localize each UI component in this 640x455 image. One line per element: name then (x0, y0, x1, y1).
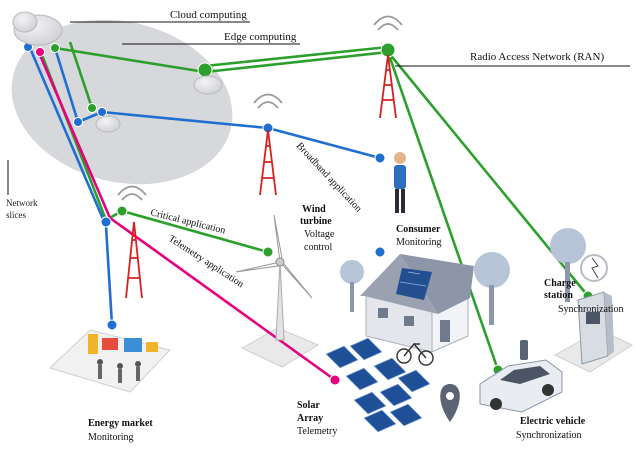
label-ran: Radio Access Network (RAN) (470, 51, 604, 63)
link-mast-turbine (121, 209, 269, 254)
cloud-edge-region (11, 19, 233, 185)
node-energy (106, 319, 118, 331)
label-wind-3: Voltage (304, 229, 335, 240)
telemetry-links (38, 54, 336, 382)
label-consumer-1: Consumer (396, 224, 441, 235)
location-pin-icon (440, 384, 460, 422)
bicycle-icon (396, 342, 434, 366)
node-edge-mid (197, 62, 213, 78)
node-solar (329, 374, 341, 386)
house-icon (360, 254, 474, 353)
label-network-slices-2: slices (6, 210, 26, 220)
link-cloud-mast-2 (68, 41, 94, 109)
nodes (23, 42, 594, 386)
tower-ran-icon (373, 15, 403, 119)
node-cloud-2 (35, 47, 45, 57)
label-wind-1: Wind (302, 204, 326, 215)
label-cloud-computing: Cloud computing (170, 9, 247, 21)
label-solar-3: Telemetry (297, 426, 337, 437)
charge-station-icon (577, 254, 614, 365)
link-cloud-telemetry (38, 54, 112, 219)
label-edge-computing: Edge computing (224, 31, 297, 43)
tower-broadband-icon (253, 93, 283, 196)
link-mast-energy (104, 225, 114, 326)
label-charge-1: Charge (544, 278, 576, 289)
node-mast-blue (100, 216, 112, 228)
link-ran-ev (386, 51, 500, 371)
link-edge-ran-2 (204, 45, 389, 68)
energy-market-icon (88, 334, 158, 383)
label-leaders (7, 21, 630, 195)
label-wind-2: turbine (300, 216, 332, 227)
tower-critical-icon (117, 185, 147, 299)
label-wind-4: control (304, 242, 333, 253)
node-consumer (374, 152, 386, 164)
link-cloud-edge-blue (53, 47, 80, 123)
node-edge-2 (87, 103, 97, 113)
label-ev-2: Synchronization (516, 430, 582, 441)
consumer-person-icon (394, 152, 406, 213)
label-ev-1: Electric vehicle (520, 416, 586, 427)
link-edge-ran (204, 50, 389, 74)
node-edge-1 (73, 117, 83, 127)
node-turbine (262, 246, 274, 258)
link-cloud-broadband (28, 47, 108, 227)
label-charge-3: Synchronization (558, 304, 624, 315)
label-solar-1: Solar (297, 400, 320, 411)
link-edge-broadband-tower (101, 110, 269, 130)
node-mast-critical (116, 205, 128, 217)
node-edge-3 (97, 107, 107, 117)
label-energy-2: Monitoring (88, 432, 134, 443)
cloud-icon-main (12, 11, 63, 46)
label-energy-1: Energy market (88, 418, 153, 429)
node-house (374, 246, 386, 258)
label-consumer-2: Monitoring (396, 237, 442, 248)
tree-icons (340, 228, 586, 325)
label-solar-2: Array (297, 413, 323, 424)
link-cloud-edge (54, 46, 206, 74)
node-cloud-1 (50, 43, 60, 53)
broadband-links (28, 47, 381, 326)
link-tower-consumer (267, 126, 381, 160)
cloud-icon-edge (95, 75, 223, 133)
wind-turbine-icon (235, 214, 313, 341)
label-charge-2: station (544, 290, 573, 301)
electric-vehicle-icon (479, 340, 563, 413)
link-telemetry-solar (109, 216, 336, 382)
label-network-slices-1: Network (6, 198, 38, 208)
solar-array-icon (325, 337, 431, 433)
ground-plate-turbine (240, 327, 320, 368)
